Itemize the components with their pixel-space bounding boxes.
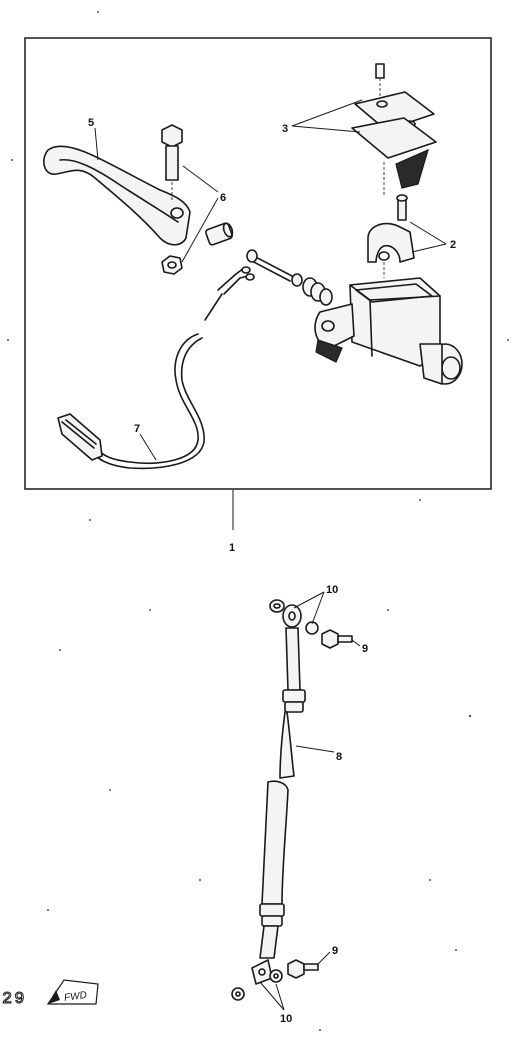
leader-10d bbox=[275, 983, 285, 1011]
piston-seal-kit bbox=[302, 277, 333, 306]
leader-10a bbox=[293, 591, 325, 609]
copper-washers-lower bbox=[231, 969, 283, 1001]
assembly-frame bbox=[24, 37, 492, 490]
leader-7 bbox=[139, 433, 157, 461]
leader-3a bbox=[291, 99, 363, 127]
leader-6a bbox=[182, 165, 219, 193]
leader-5 bbox=[94, 127, 99, 161]
fwd-arrow-icon bbox=[46, 979, 99, 1005]
fwd-label: FWD bbox=[63, 990, 87, 1004]
leader-10b bbox=[311, 591, 325, 625]
callout-9-lower: 9 bbox=[332, 945, 338, 957]
callout-3: 3 bbox=[282, 123, 288, 135]
callout-1: 1 bbox=[229, 542, 235, 554]
callout-7: 7 bbox=[134, 423, 140, 435]
banjo-bolt-upper bbox=[305, 621, 353, 649]
brake-lever bbox=[43, 145, 191, 246]
callout-8: 8 bbox=[336, 751, 342, 763]
leader-3b bbox=[291, 125, 361, 133]
callout-6: 6 bbox=[220, 192, 226, 204]
lever-bushing bbox=[205, 222, 234, 246]
leader-6b bbox=[181, 197, 219, 263]
brake-switch-wire bbox=[57, 266, 255, 470]
callout-9-upper: 9 bbox=[362, 643, 368, 655]
clamp-holder bbox=[367, 194, 415, 278]
lever-nut bbox=[161, 255, 183, 275]
leader-2b bbox=[411, 243, 447, 253]
callout-10-lower: 10 bbox=[280, 1013, 292, 1025]
scan-specks bbox=[7, 11, 509, 1031]
page-code: 29 bbox=[2, 990, 26, 1009]
leader-10c bbox=[259, 981, 285, 1011]
leader-9a bbox=[351, 639, 361, 647]
master-cylinder-body bbox=[314, 277, 463, 385]
leader-9b bbox=[317, 951, 331, 965]
brake-hose bbox=[251, 599, 306, 985]
callout-2: 2 bbox=[450, 239, 456, 251]
push-rod bbox=[246, 249, 303, 287]
leader-8 bbox=[295, 745, 335, 753]
lever-bolt bbox=[161, 124, 183, 200]
banjo-bolt-lower bbox=[287, 959, 319, 979]
leader-2a bbox=[409, 221, 447, 245]
callout-10-upper: 10 bbox=[326, 584, 338, 596]
callout-5: 5 bbox=[88, 117, 94, 129]
reservoir-cap bbox=[351, 63, 437, 195]
